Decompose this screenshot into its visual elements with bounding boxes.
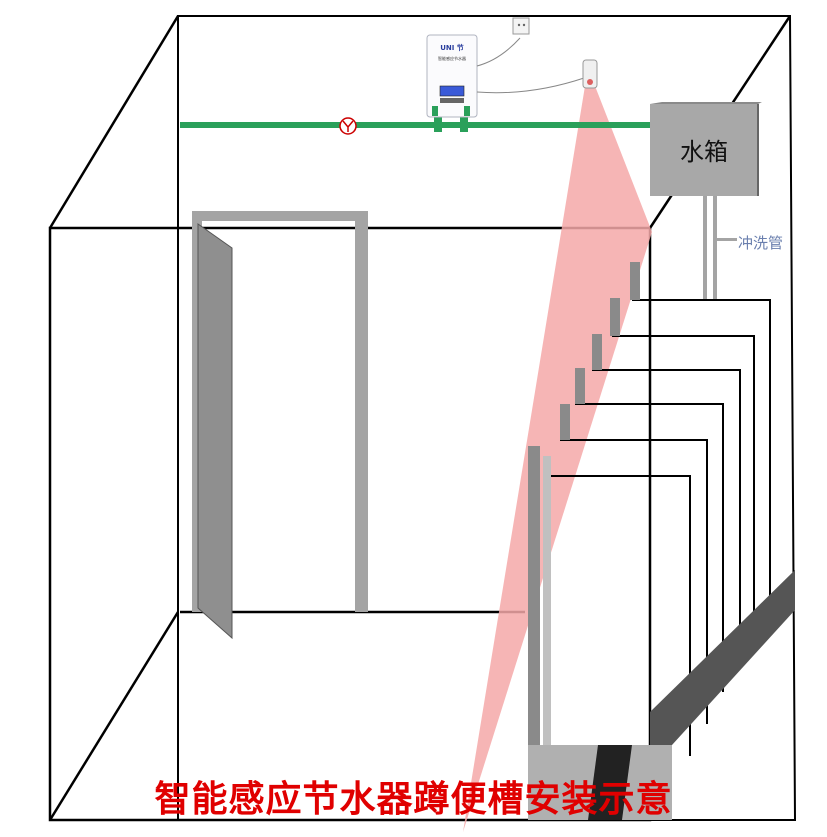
- device-brand: UNI 节: [440, 43, 464, 52]
- valve-icon: [339, 117, 357, 135]
- water-tank: [650, 102, 762, 196]
- controller-device: UNI 节 智能感应节水器: [426, 34, 478, 118]
- wall-outlet-icon: [512, 17, 530, 35]
- floor-trough: [528, 570, 795, 820]
- flush-pipe-label: 冲洗管: [738, 234, 783, 252]
- sensor-beam: [463, 86, 652, 832]
- door-panel: [197, 223, 233, 640]
- water-pipe: [180, 110, 650, 132]
- partition-blocks: [528, 262, 640, 746]
- stall-partitions: [545, 299, 771, 756]
- diagram-caption: 智能感应节水器蹲便槽安装示意: [154, 778, 673, 820]
- sensor-icon: [582, 59, 598, 89]
- door: [192, 211, 368, 640]
- room-wireframe: [48, 15, 797, 822]
- water-tank-label: 水箱: [680, 138, 728, 166]
- device-name: 智能感应节水器: [438, 55, 466, 61]
- flush-pipe: [703, 196, 737, 301]
